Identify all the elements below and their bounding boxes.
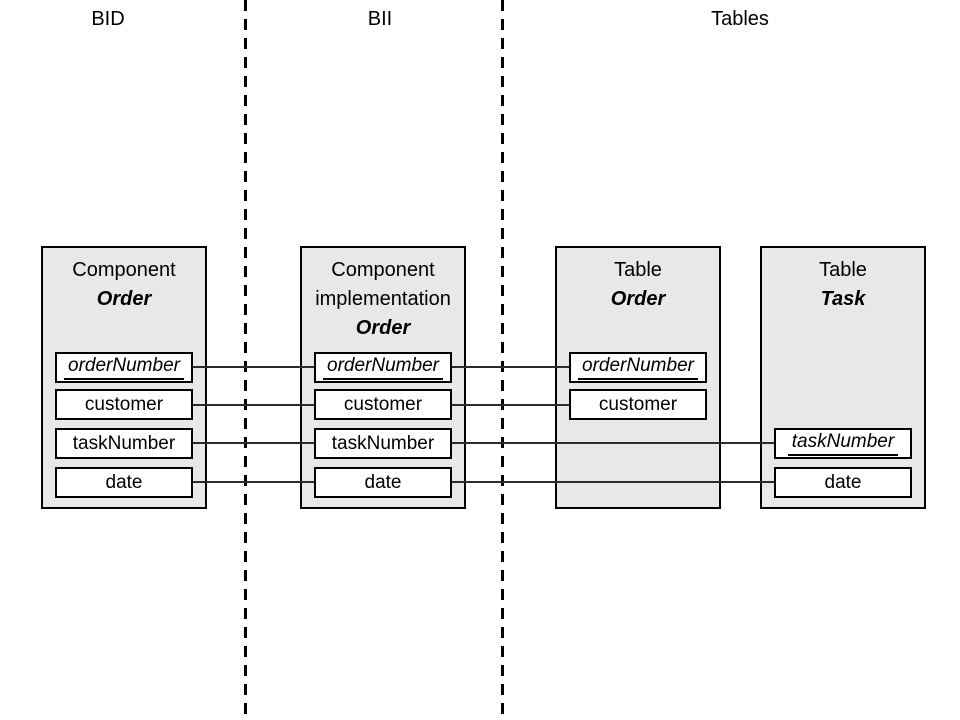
field-component-impl-date: date xyxy=(314,467,452,498)
lane-divider-bid-bii xyxy=(244,0,247,720)
lane-label-bii: BII xyxy=(367,8,393,30)
field-table-task-date: date xyxy=(774,467,912,498)
field-label: customer xyxy=(598,393,678,415)
connector-tasknumber-bii-tabletask xyxy=(452,442,774,444)
lane-label-bid: BID xyxy=(91,8,125,30)
field-table-task-tasknumber: taskNumber xyxy=(774,428,912,459)
field-label: orderNumber xyxy=(578,355,698,380)
field-table-order-customer: customer xyxy=(569,389,707,420)
entity-table-task: Table Task taskNumber date xyxy=(760,246,926,509)
field-component-impl-ordernumber: orderNumber xyxy=(314,352,452,383)
connector-date-bii-tabletask xyxy=(452,481,774,483)
entity-title: Table Task xyxy=(762,248,924,314)
entity-name-label: Task xyxy=(820,288,866,310)
connector-ordernumber-bii-tableorder xyxy=(452,366,569,368)
entity-title: Component Order xyxy=(43,248,205,314)
entity-name-label: Order xyxy=(96,288,152,310)
field-component-impl-tasknumber: taskNumber xyxy=(314,428,452,459)
field-label: date xyxy=(364,471,402,493)
entity-table-order: Table Order orderNumber customer xyxy=(555,246,721,509)
connector-date-bid-bii xyxy=(193,481,314,483)
field-table-order-ordernumber: orderNumber xyxy=(569,352,707,383)
entity-component-implementation-order: Component implementation Order orderNumb… xyxy=(300,246,466,509)
field-label: orderNumber xyxy=(64,355,184,380)
entity-kind-label: Component xyxy=(331,259,435,281)
field-label: taskNumber xyxy=(331,432,435,454)
entity-kind-label: implementation xyxy=(315,288,451,310)
field-component-order-date: date xyxy=(55,467,193,498)
field-component-impl-customer: customer xyxy=(314,389,452,420)
field-component-order-customer: customer xyxy=(55,389,193,420)
lane-divider-bii-tables xyxy=(501,0,504,720)
field-component-order-tasknumber: taskNumber xyxy=(55,428,193,459)
entity-title: Table Order xyxy=(557,248,719,314)
entity-kind-label: Table xyxy=(819,259,867,281)
field-label: date xyxy=(824,471,862,493)
connector-ordernumber-bid-bii xyxy=(193,366,314,368)
field-label: date xyxy=(105,471,143,493)
connector-customer-bii-tableorder xyxy=(452,404,569,406)
lane-label-tables: Tables xyxy=(711,8,769,30)
field-label: orderNumber xyxy=(323,355,443,380)
field-label: customer xyxy=(343,393,423,415)
entity-kind-label: Table xyxy=(614,259,662,281)
entity-title: Component implementation Order xyxy=(302,248,464,343)
field-label: taskNumber xyxy=(787,431,899,456)
entity-name-label: Order xyxy=(610,288,666,310)
field-label: customer xyxy=(84,393,164,415)
entity-name-label: Order xyxy=(355,317,411,339)
entity-kind-label: Component xyxy=(72,259,176,281)
connector-customer-bid-bii xyxy=(193,404,314,406)
field-component-order-ordernumber: orderNumber xyxy=(55,352,193,383)
connector-tasknumber-bid-bii xyxy=(193,442,314,444)
entity-component-order: Component Order orderNumber customer tas… xyxy=(41,246,207,509)
field-label: taskNumber xyxy=(72,432,176,454)
